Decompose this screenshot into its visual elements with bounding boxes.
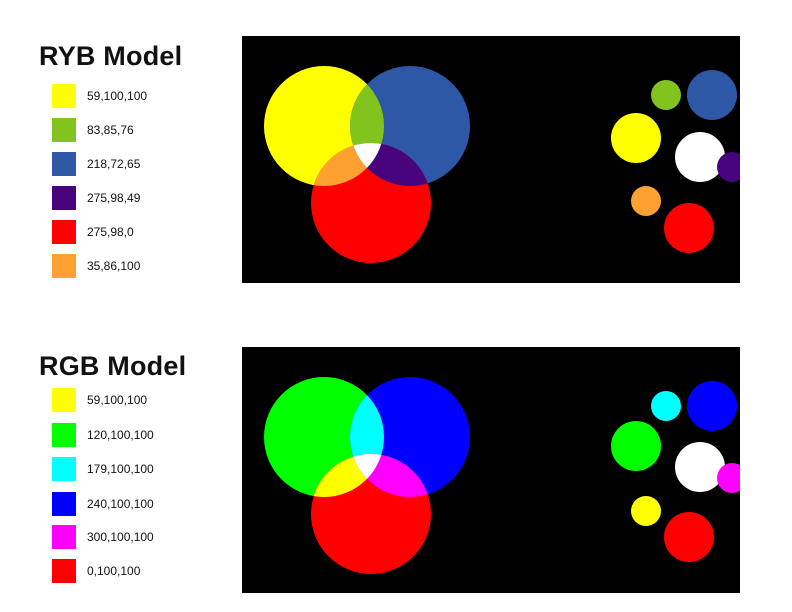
rgb-legend-label: 300,100,100 [87,530,154,544]
ryb-diagram [264,66,740,263]
ryb-wheel-dot-purple [717,152,740,182]
ryb-legend-swatch [52,254,76,278]
ryb-wheel-dot-blue [687,70,737,120]
ryb-legend-label: 59,100,100 [87,89,148,103]
rgb-legend-item: 179,100,100 [52,457,154,481]
rgb-legend-swatch [52,457,76,481]
ryb-legend-item: 218,72,65 [52,152,140,176]
ryb-legend-item: 275,98,49 [52,186,140,210]
rgb-wheel-dot-cyan [651,391,681,421]
ryb-legend-label: 83,85,76 [87,123,134,137]
rgb-diagram [264,377,740,574]
ryb-wheel-dot-orange [631,186,661,216]
rgb-legend-item: 0,100,100 [52,559,140,583]
ryb-wheel-dot-red [664,203,714,253]
ryb-venn-left-bottom-overlap [311,143,384,186]
ryb-legend-item: 275,98,0 [52,220,134,244]
ryb-legend-item: 35,86,100 [52,254,140,278]
rgb-wheel-dot-red [664,512,714,562]
ryb-venn-right-bottom-overlap [350,143,431,186]
rgb-wheel-dot-magenta [717,463,740,493]
rgb-legend-label: 179,100,100 [87,462,154,476]
ryb-model-title: RYB Model [39,41,183,71]
ryb-legend-label: 275,98,49 [87,191,141,205]
rgb-diagram-panel [242,347,740,593]
rgb-venn-right-bottom-overlap [350,454,431,497]
rgb-venn-left-bottom-overlap [311,454,384,497]
rgb-model-title: RGB Model [39,351,187,381]
rgb-legend-label: 240,100,100 [87,497,154,511]
rgb-legend-label: 0,100,100 [87,564,141,578]
rgb-legend-label: 120,100,100 [87,428,154,442]
rgb-legend-item: 240,100,100 [52,492,154,516]
ryb-legend-swatch [52,186,76,210]
rgb-legend-swatch [52,388,76,412]
rgb-legend-swatch [52,525,76,549]
rgb-legend-swatch [52,423,76,447]
rgb-legend-label: 59,100,100 [87,393,148,407]
ryb-legend-item: 59,100,100 [52,84,147,108]
rgb-legend-swatch [52,559,76,583]
ryb-legend-label: 218,72,65 [87,157,141,171]
ryb-model-section: RYB Model 59,100,100 83,85,76 218,72,65 275… [0,0,792,300]
rgb-legend-swatch [52,492,76,516]
ryb-diagram-panel [242,36,740,283]
rgb-wheel-dot-blue [687,381,737,431]
ryb-legend-label: 35,86,100 [87,259,141,273]
ryb-wheel-dot-white [675,132,725,182]
ryb-legend-swatch [52,118,76,142]
rgb-legend-item: 59,100,100 [52,388,147,412]
ryb-legend-swatch [52,84,76,108]
ryb-legend-item: 83,85,76 [52,118,134,142]
ryb-legend-swatch [52,220,76,244]
ryb-wheel-dot-yellow [611,113,661,163]
rgb-wheel-dot-yellow [631,496,661,526]
rgb-wheel-dot-green [611,421,661,471]
ryb-wheel-dot-green [651,80,681,110]
rgb-wheel-dot-white [675,442,725,492]
ryb-legend-swatch [52,152,76,176]
rgb-legend-item: 120,100,100 [52,423,154,447]
ryb-legend-label: 275,98,0 [87,225,134,239]
rgb-legend-item: 300,100,100 [52,525,154,549]
